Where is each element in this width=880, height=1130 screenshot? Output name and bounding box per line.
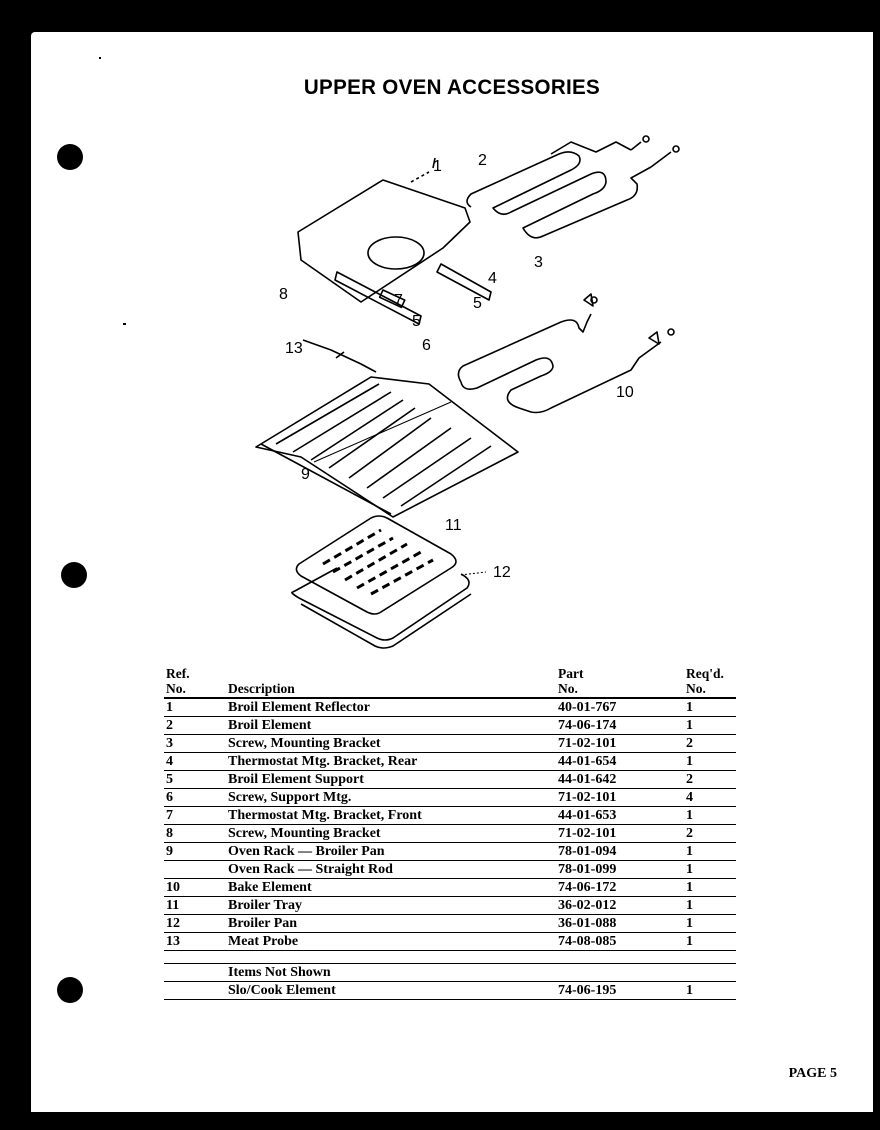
page-number: PAGE 5 — [788, 1066, 837, 1081]
callout-1: 1 — [433, 158, 442, 175]
bake-element-drawing — [457, 293, 675, 414]
callout-11: 11 — [445, 517, 462, 534]
scan-speck — [123, 323, 126, 325]
binder-hole-bottom — [57, 977, 83, 1003]
broil-element-drawing — [466, 135, 680, 239]
callout-2: 2 — [478, 152, 487, 169]
callout-7: 7 — [394, 292, 403, 309]
items-not-shown-heading: Items Not Shown — [228, 963, 558, 982]
callout-4: 4 — [488, 270, 497, 287]
header-ref-no: Ref.No. — [164, 666, 228, 699]
items-not-shown-heading-row: Items Not Shown — [164, 963, 736, 982]
page-title: UPPER OVEN ACCESSORIES — [303, 76, 601, 99]
reflector-plate-drawing — [297, 157, 471, 303]
broiler-tray-drawing — [295, 515, 457, 615]
header-reqd-no: Req'd.No. — [684, 666, 736, 699]
parts-page: UPPER OVEN ACCESSORIES — [31, 32, 873, 1112]
callout-3: 3 — [534, 254, 543, 271]
header-description: Description — [228, 666, 558, 699]
scan-speck — [99, 57, 101, 59]
callout-5a: 5 — [473, 295, 482, 312]
callout-10: 10 — [616, 384, 634, 401]
callout-8: 8 — [279, 286, 288, 303]
exploded-parts-diagram — [255, 135, 680, 649]
oven-rack-drawing — [255, 376, 519, 518]
binder-hole-top — [57, 144, 83, 170]
callout-13: 13 — [285, 340, 303, 357]
callout-6: 6 — [422, 337, 431, 354]
meat-probe-drawing — [302, 339, 377, 373]
binder-hole-middle — [61, 562, 87, 588]
callout-12: 12 — [493, 564, 511, 581]
table-spacer-row — [164, 950, 736, 964]
broiler-pan-drawing — [291, 567, 472, 649]
broil-element-support-drawing — [334, 263, 492, 325]
callout-5b: 5 — [412, 313, 421, 330]
callout-9: 9 — [301, 466, 310, 483]
